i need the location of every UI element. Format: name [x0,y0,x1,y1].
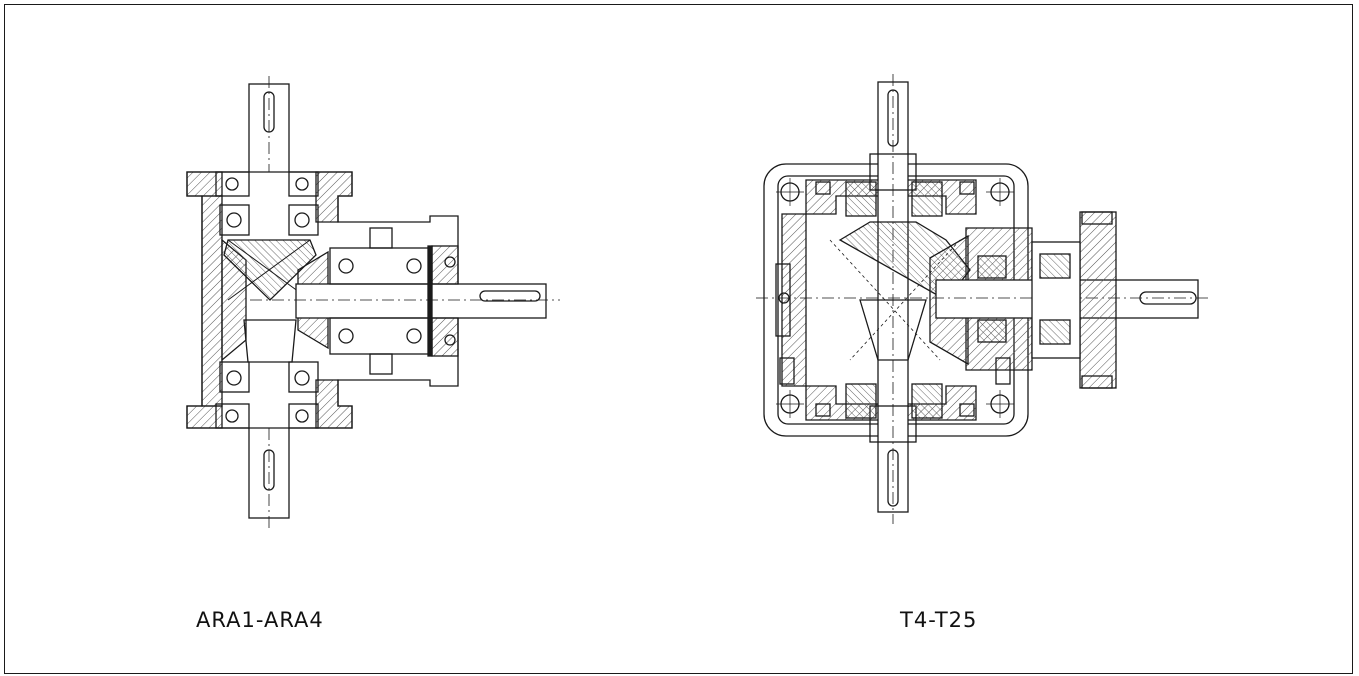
ara-gearbox-drawing [186,76,560,530]
caption-ara: ARA1-ARA4 [196,608,324,632]
caption-t: T4-T25 [900,608,978,632]
t-gearbox-drawing [756,74,1208,524]
